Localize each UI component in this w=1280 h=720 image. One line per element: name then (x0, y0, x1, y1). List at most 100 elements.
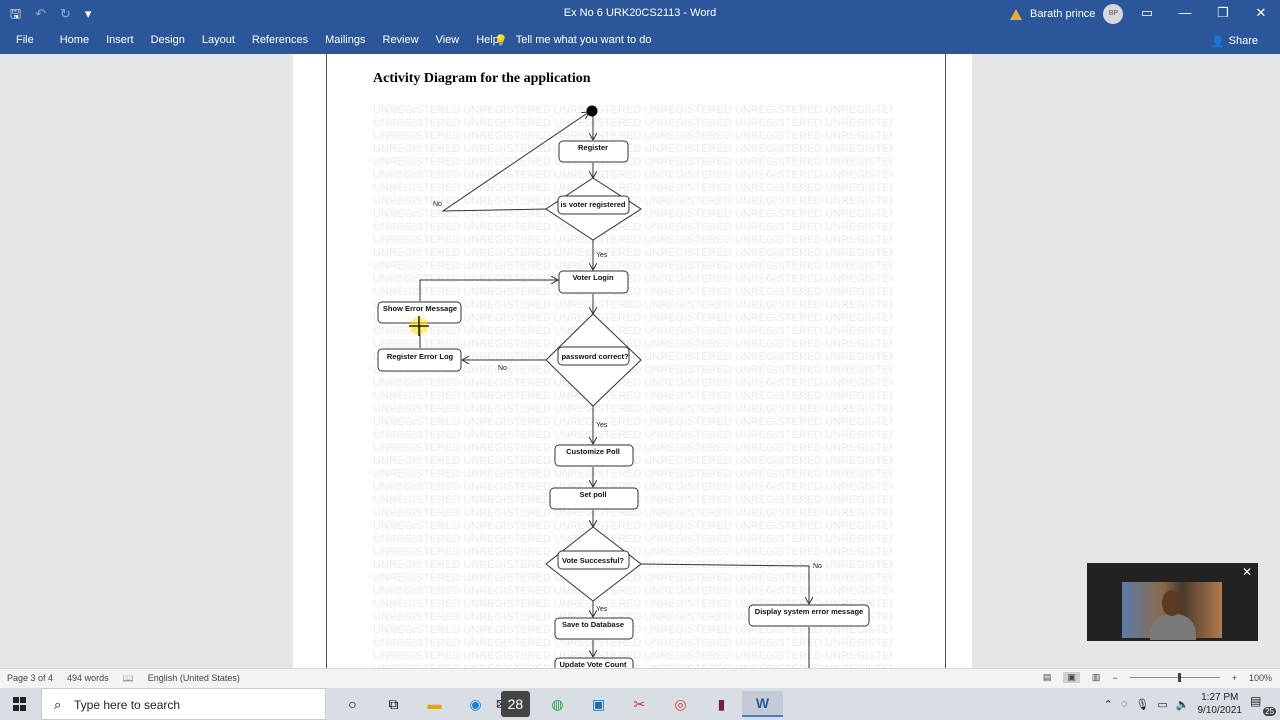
network-icon[interactable]: ◌ (1120, 698, 1128, 710)
search-icon: ⌕ (54, 697, 62, 712)
tell-me-text[interactable]: Tell me what you want to do (515, 34, 652, 46)
document-page[interactable]: UNREGISTERED UNREGISTERED UNREGISTERED U… (293, 54, 972, 668)
zoom-out-button[interactable]: − (1112, 672, 1118, 683)
tab-insert[interactable]: Insert (106, 34, 134, 46)
user-name[interactable]: Barath prince (1030, 8, 1096, 20)
system-tray: ⌃ ◌ 🎙 ▭ 🔈 1:27 PM 9/10/2021 ▤25 (1103, 688, 1276, 720)
page-border (326, 54, 946, 668)
voter-login-node (558, 270, 629, 294)
file-explorer-icon[interactable]: ▬ (427, 696, 442, 712)
start-node (586, 105, 598, 117)
snipping-tool-icon[interactable]: ✂ (633, 695, 646, 712)
web-layout-icon[interactable]: ▥ (1091, 672, 1101, 682)
zoom-slider[interactable] (1129, 673, 1220, 682)
update-count-node (554, 657, 634, 668)
notification-icon[interactable]: ▤25 (1250, 694, 1276, 716)
share-label[interactable]: Share (1228, 35, 1258, 47)
chevron-up-icon[interactable]: ⌃ (1103, 698, 1113, 711)
unregistered-watermark: UNREGISTERED UNREGISTERED UNREGISTERED U… (373, 104, 893, 668)
language[interactable]: English (United States) (147, 673, 240, 683)
register-error-node (377, 348, 462, 372)
mail-badge: 28 (500, 691, 530, 717)
tab-references[interactable]: References (251, 34, 309, 46)
customize-poll-label: Customize Poll (566, 447, 620, 456)
tab-view[interactable]: View (435, 34, 460, 46)
word-count[interactable]: 494 words (67, 673, 109, 683)
share-button[interactable]: 👤 Share (1211, 35, 1258, 48)
close-button[interactable]: ✕ (1255, 5, 1267, 20)
tab-design[interactable]: Design (150, 34, 185, 46)
taskbar: ⌕ Type here to search ○ ⧉ ▬ ◉ ✉28 ◍ ▣ ✂ … (0, 688, 1280, 720)
register-error-label: Register Error Log (387, 352, 454, 361)
chrome-icon[interactable]: ◎ (674, 695, 687, 712)
edge-vote-failed (640, 563, 809, 604)
quick-access-toolbar: 🖫 ↶ ↻ ▾ (10, 5, 91, 23)
window-controls: ▭ — ❐ ✕ (1128, 0, 1280, 28)
avatar[interactable]: BP (1103, 4, 1124, 24)
tab-layout[interactable]: Layout (201, 34, 235, 46)
proofing-icon[interactable]: 📖 (122, 673, 134, 683)
customize-qat-icon[interactable]: ▾ (84, 6, 92, 21)
edge-label-yes-3: Yes (596, 606, 608, 613)
edge-label-no-1: No (433, 201, 442, 208)
windows-icon (13, 697, 27, 711)
register-node (558, 140, 629, 163)
start-button[interactable] (0, 688, 40, 720)
read-mode-icon[interactable]: ▤ (1042, 672, 1052, 682)
edge-label-no-3: No (813, 563, 822, 570)
search-placeholder[interactable]: Type here to search (74, 698, 181, 712)
zoom-in-button[interactable]: + (1231, 672, 1237, 683)
word-icon[interactable]: W (742, 691, 783, 717)
save-db-node (554, 617, 634, 640)
vote-label-box (557, 550, 630, 570)
page-count[interactable]: Page 3 of 4 (7, 673, 54, 683)
whatsapp-icon[interactable]: ◍ (551, 695, 564, 712)
tab-home[interactable]: Home (59, 34, 90, 46)
show-error-label: Show Error Message (383, 304, 457, 313)
print-layout-icon[interactable]: ▣ (1063, 672, 1080, 683)
tab-mailings[interactable]: Mailings (325, 34, 366, 46)
title-bar: 🖫 ↶ ↻ ▾ Ex No 6 URK20CS2113 - Word Barat… (0, 0, 1280, 28)
minimize-button[interactable]: — (1178, 5, 1192, 20)
customize-poll-node (554, 444, 634, 467)
set-poll-node (549, 487, 639, 510)
volume-icon[interactable]: 🔈 (1175, 698, 1190, 711)
set-poll-label: Set poll (579, 490, 606, 499)
close-icon[interactable]: ✕ (1241, 565, 1252, 579)
tab-review[interactable]: Review (382, 34, 419, 46)
tab-help[interactable]: Help (476, 34, 499, 46)
page-heading[interactable]: Activity Diagram for the application (373, 71, 591, 86)
activity-diagram[interactable]: Register is voter registered Voter Login… (293, 54, 972, 668)
cortana-icon[interactable]: ○ (348, 696, 357, 712)
ribbon-display-options-icon[interactable]: ▭ (1140, 5, 1154, 20)
save-icon[interactable]: 🖫 (10, 6, 22, 21)
maximize-button[interactable]: ❐ (1217, 5, 1229, 20)
zoom-level[interactable]: 100% (1248, 672, 1272, 683)
mail-icon[interactable]: ✉28 (496, 691, 537, 717)
webcam-feed (1122, 582, 1222, 640)
presenter-body (1150, 614, 1196, 640)
taskbar-search[interactable]: ⌕ Type here to search (41, 688, 326, 720)
redo-icon[interactable]: ↻ (59, 6, 71, 21)
undo-icon[interactable]: ↶ (35, 6, 46, 21)
app-icon[interactable]: ▣ (591, 695, 606, 712)
display-error-node (748, 604, 870, 627)
password-label: password correct? (561, 352, 629, 361)
update-count-label: Update Vote Count (560, 660, 627, 668)
user-account[interactable]: Barath prince BP (1010, 4, 1124, 24)
clock-date: 9/10/2021 (1197, 705, 1243, 716)
zoom-slider-thumb[interactable] (1177, 673, 1181, 682)
clock-time: 1:27 PM (1201, 692, 1239, 703)
microphone-icon[interactable]: 🎙 (1135, 698, 1150, 711)
edge-label-yes-2: Yes (596, 422, 608, 429)
tell-me-search[interactable]: 💡 Tell me what you want to do (494, 34, 651, 47)
clock[interactable]: 1:27 PM 9/10/2021 (1198, 691, 1243, 717)
task-view-icon[interactable]: ⧉ (388, 695, 399, 712)
recorder-icon[interactable]: ▮ (717, 695, 726, 712)
tab-file[interactable]: File (16, 34, 34, 46)
warning-icon[interactable] (1010, 8, 1022, 20)
battery-icon[interactable]: ▭ (1157, 698, 1168, 711)
edge-icon[interactable]: ◉ (469, 695, 482, 712)
document-area[interactable]: UNREGISTERED UNREGISTERED UNREGISTERED U… (0, 54, 1280, 668)
webcam-overlay[interactable]: ✕ (1087, 563, 1258, 641)
